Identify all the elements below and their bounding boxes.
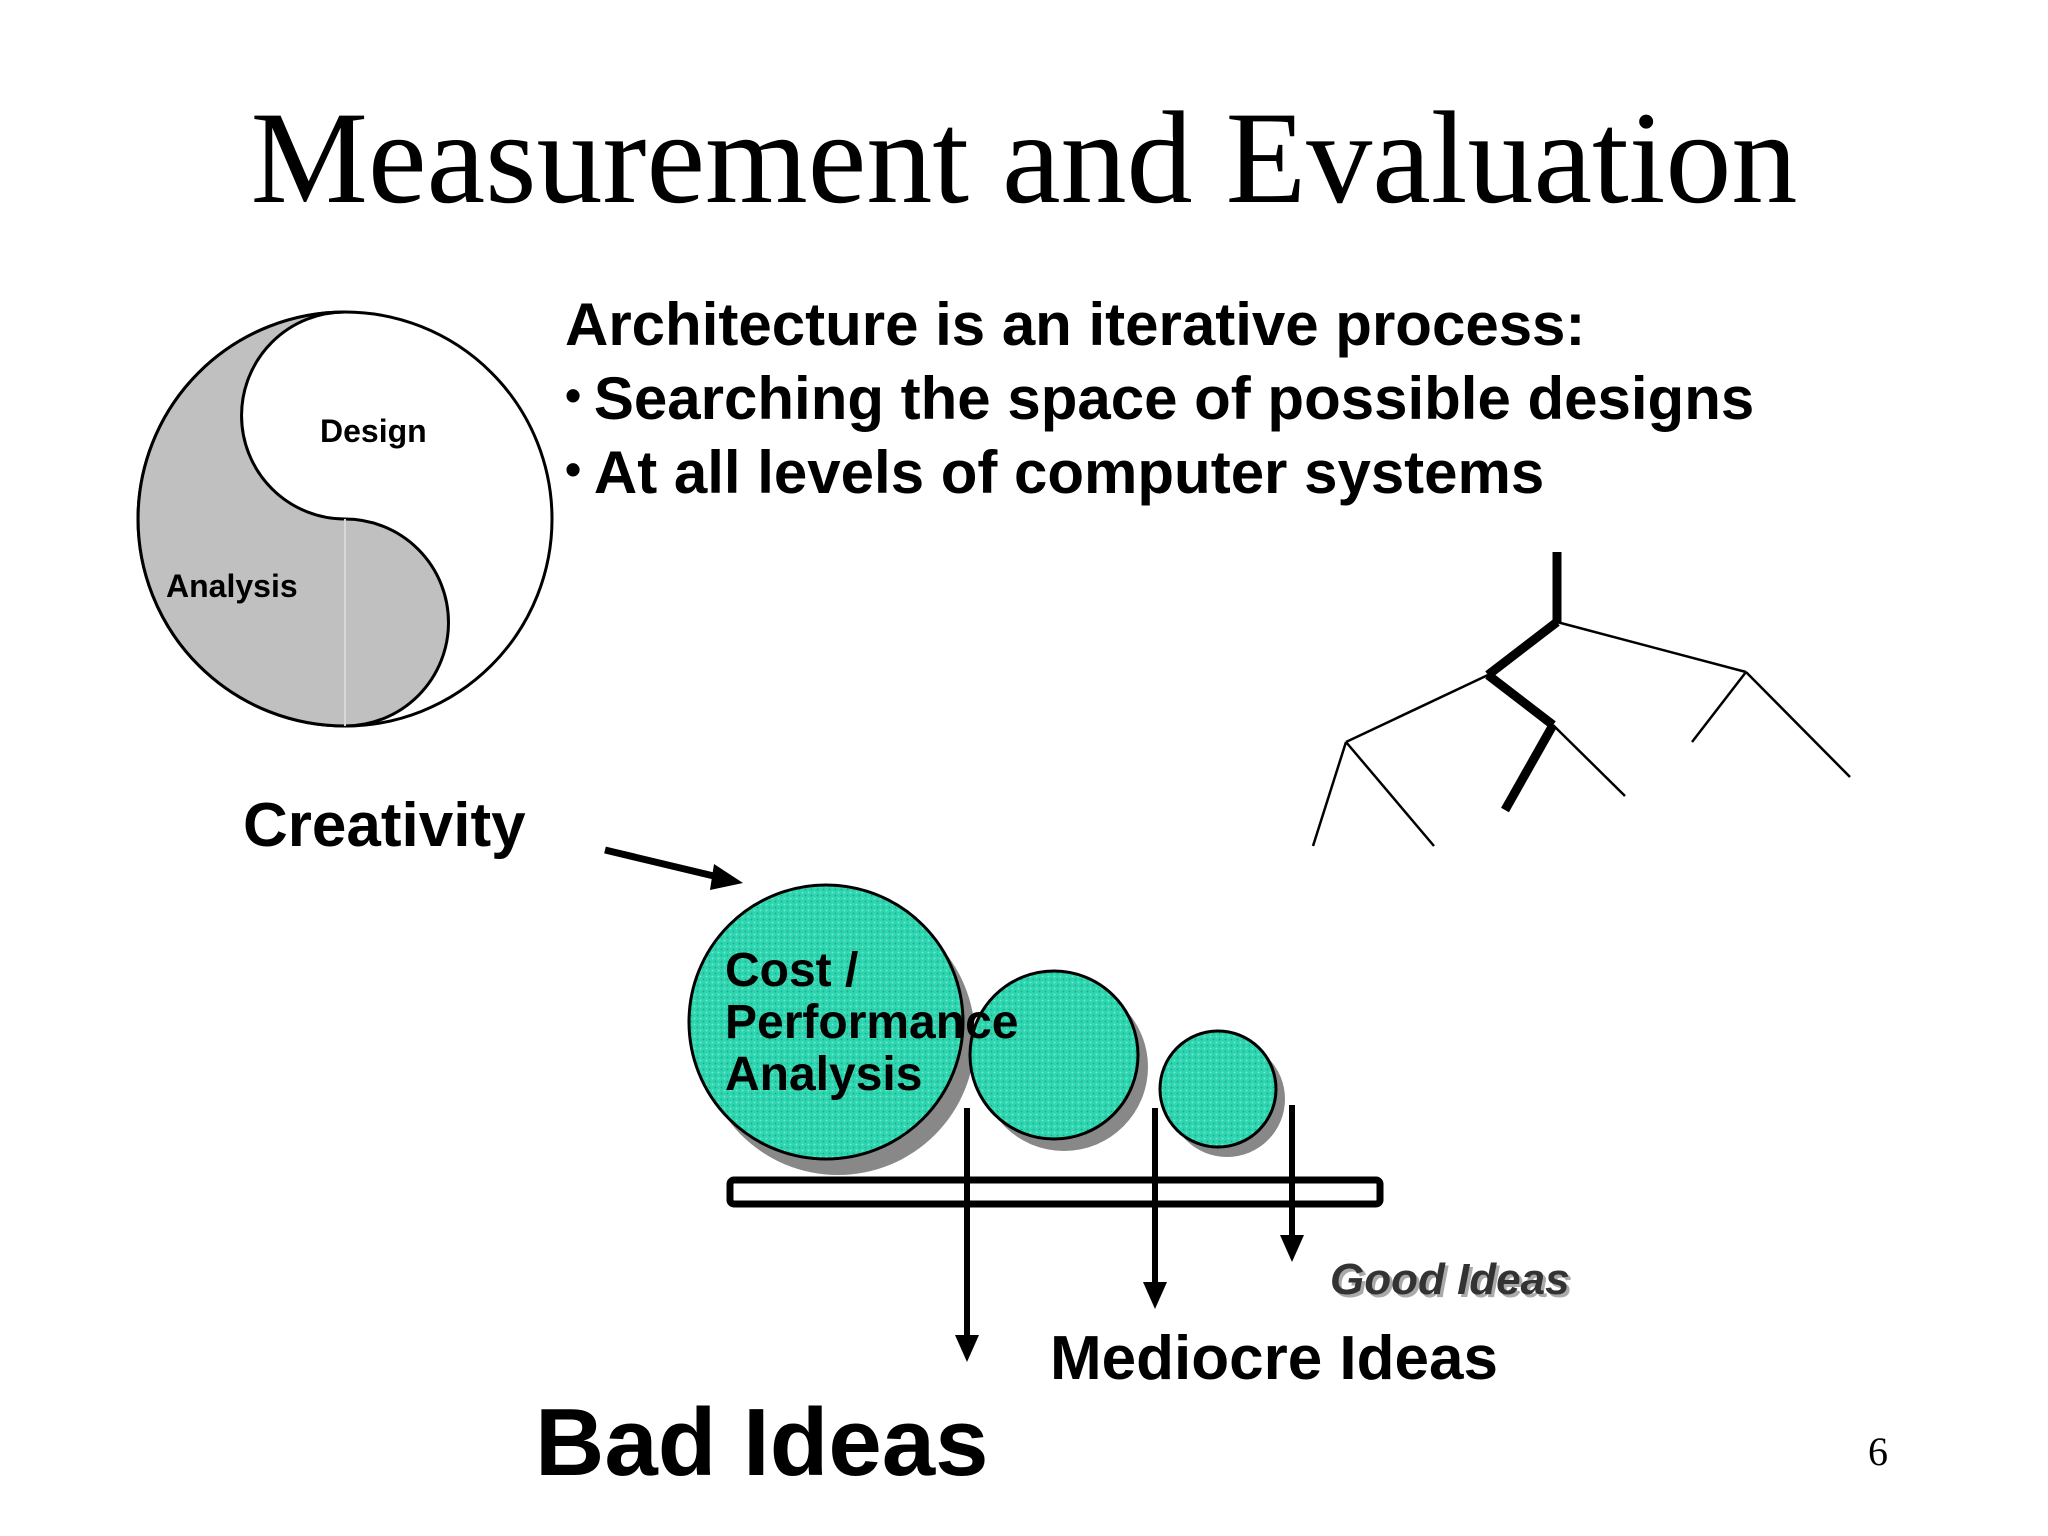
yin-yang-analysis-region <box>136 310 450 728</box>
creativity-label: Creativity <box>243 791 526 860</box>
tree-edge <box>1552 724 1626 797</box>
tree-edge <box>1745 671 1851 778</box>
tree-edge <box>1345 741 1435 847</box>
good-ideas-arrow <box>1280 1105 1304 1262</box>
cost-performance-line: Performance <box>725 996 1019 1049</box>
medium-ball <box>968 969 1148 1151</box>
bullet-item: Searching the space of possible designs <box>565 360 1754 434</box>
cost-performance-ball <box>687 883 975 1175</box>
creativity-arrow <box>604 846 743 890</box>
slide-title: Measurement and Evaluation <box>250 84 1798 231</box>
small-ball <box>1158 1029 1285 1157</box>
bullet-item: At all levels of computer systems <box>565 434 1754 508</box>
filter-shelf <box>726 1176 1384 1208</box>
bad-ideas-label: Bad Ideas <box>535 1389 989 1496</box>
bullet-block: Architecture is an iterative process: Se… <box>565 290 1754 508</box>
tree-edge <box>1691 671 1747 743</box>
tree-edge <box>1556 620 1747 674</box>
cost-performance-label: Cost / Performance Analysis <box>725 945 1018 1101</box>
cost-performance-line: Analysis <box>725 1048 923 1101</box>
design-label: Design <box>320 413 427 449</box>
page-number: 6 <box>1868 1429 1888 1474</box>
mediocre-ideas-arrow <box>1143 1108 1167 1309</box>
analysis-label: Analysis <box>166 568 298 604</box>
mediocre-ideas-label: Mediocre Ideas <box>1050 1324 1498 1393</box>
yin-yang-diagram <box>136 310 554 728</box>
tree-edge <box>1345 673 1489 744</box>
tree-path-bold <box>1501 722 1557 813</box>
bad-ideas-arrow <box>955 1108 979 1362</box>
tree-path-bold <box>1485 618 1560 679</box>
bullet-heading: Architecture is an iterative process: <box>565 291 1586 358</box>
tree-path-bold <box>1485 671 1556 729</box>
cost-performance-line: Cost / <box>725 944 859 997</box>
good-ideas-label: Good Ideas <box>1330 1255 1570 1304</box>
search-tree-diagram <box>1311 552 1851 847</box>
tree-edge <box>1311 741 1348 847</box>
